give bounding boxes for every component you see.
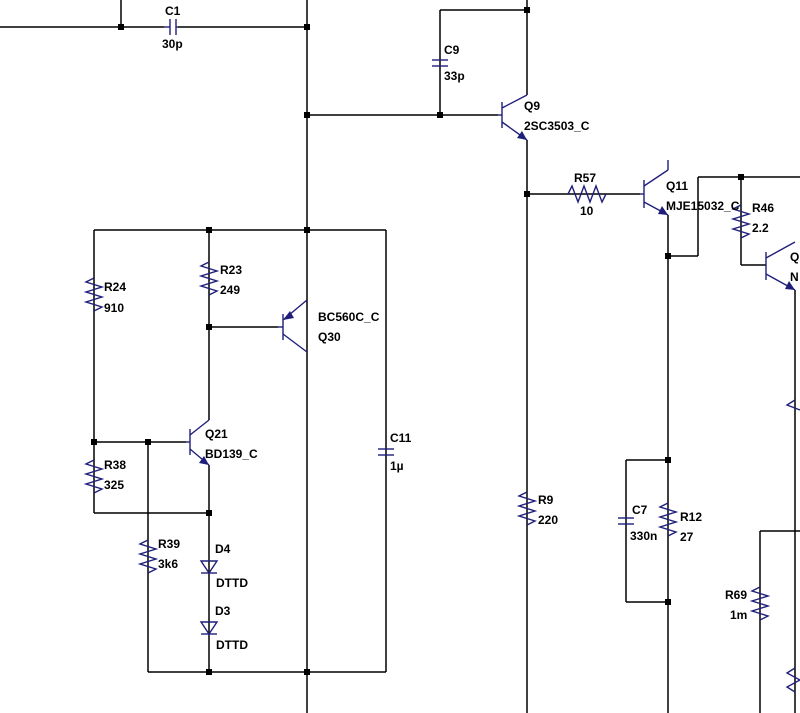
r69-value: 1m	[730, 608, 747, 622]
junctions	[91, 7, 744, 675]
r39-resistor	[137, 539, 159, 574]
c9-capacitor	[432, 59, 448, 67]
q30-ref: Q30	[318, 330, 341, 344]
q9-transistor	[498, 94, 528, 141]
r24-ref: R24	[104, 280, 126, 294]
c7-value: 330n	[630, 529, 657, 543]
r23-resistor	[198, 261, 220, 296]
c11-capacitor	[378, 448, 394, 456]
c7-ref: C7	[632, 503, 648, 517]
r12-ref: R12	[680, 510, 702, 524]
d4-diode	[199, 560, 219, 575]
r23-value: 249	[220, 283, 240, 297]
r46-resistor	[730, 204, 752, 239]
r57-resistor	[567, 184, 607, 204]
q-partial-transistor	[765, 241, 796, 291]
component-labels: C1 30p C9 33p Q9 2SC3503_C R57 10 Q11 MJ…	[104, 4, 799, 652]
q21-value: BD139_C	[205, 447, 258, 461]
c11-ref: C11	[390, 431, 412, 445]
component-symbols	[83, 19, 800, 693]
r38-value: 325	[104, 478, 124, 492]
r24-resistor	[83, 277, 105, 312]
c1-capacitor	[164, 19, 178, 35]
r12-value: 27	[680, 530, 694, 544]
q9-ref: Q9	[524, 99, 540, 113]
r9-ref: R9	[538, 493, 554, 507]
r57-value: 10	[580, 204, 594, 218]
r24-value: 910	[104, 301, 124, 315]
right-resistor-upper	[785, 399, 800, 411]
q9-value: 2SC3503_C	[524, 119, 590, 133]
r9-value: 220	[538, 513, 558, 527]
r46-ref: R46	[752, 201, 774, 215]
r69-resistor	[749, 586, 771, 621]
d3-diode	[199, 621, 219, 636]
right-resistor-lower	[785, 667, 800, 693]
c7-capacitor	[618, 517, 634, 525]
r38-ref: R38	[104, 458, 126, 472]
q11-transistor	[640, 160, 669, 216]
r39-value: 3k6	[158, 557, 178, 571]
r38-resistor	[83, 459, 105, 494]
q11-value: MJE15032_C	[666, 199, 740, 213]
d3-value: DTTD	[216, 638, 248, 652]
r23-ref: R23	[220, 263, 242, 277]
d4-ref: D4	[215, 542, 231, 556]
q-partial-ref: Q	[790, 250, 799, 264]
r57-ref: R57	[574, 171, 596, 185]
r39-ref: R39	[158, 537, 180, 551]
c1-value: 30p	[162, 37, 183, 51]
q21-ref: Q21	[205, 427, 228, 441]
r46-value: 2.2	[752, 221, 769, 235]
r69-ref: R69	[725, 588, 747, 602]
d3-ref: D3	[215, 604, 231, 618]
c9-value: 33p	[444, 69, 465, 83]
c1-ref: C1	[165, 4, 181, 18]
r9-resistor	[516, 491, 538, 526]
c11-value: 1µ	[390, 459, 404, 473]
c9-ref: C9	[444, 43, 460, 57]
d4-value: DTTD	[216, 576, 248, 590]
q30-value: BC560C_C	[318, 310, 380, 324]
q-partial-value: N	[790, 270, 799, 284]
r12-resistor	[657, 502, 679, 537]
q11-ref: Q11	[666, 179, 688, 193]
q21-transistor	[186, 419, 210, 466]
q30-transistor	[278, 299, 308, 353]
